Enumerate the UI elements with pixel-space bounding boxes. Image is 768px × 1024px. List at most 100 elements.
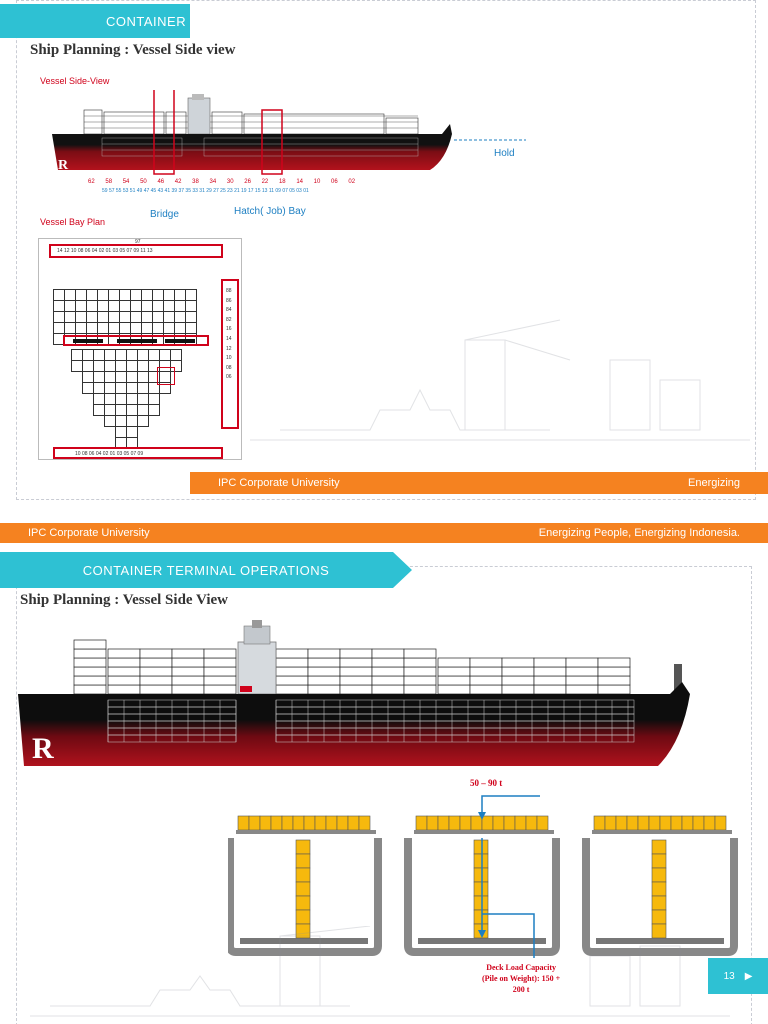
deck-container — [307, 675, 341, 686]
container-slot — [170, 360, 182, 372]
bay-plan-diagram: 97 14 12 10 08 06 04 02 01 03 05 07 09 1… — [38, 238, 242, 460]
deck-container — [469, 684, 503, 695]
tier-label: 16 — [226, 326, 232, 333]
deck-container — [565, 675, 599, 686]
deck-container — [533, 684, 567, 695]
hold-cross-section — [228, 815, 382, 956]
page-title: Ship Planning : Vessel Side View — [20, 592, 228, 608]
deck-container — [597, 684, 631, 695]
hold-container-row — [93, 393, 160, 405]
bridge-label: Bridge — [150, 209, 179, 220]
deck-container — [307, 657, 341, 668]
deck-container — [139, 657, 173, 668]
deck-container — [107, 684, 141, 695]
deck-container — [171, 648, 205, 659]
tier-label: 82 — [226, 316, 232, 323]
bay-number: 30 — [226, 179, 234, 185]
deck-container — [171, 684, 205, 695]
bay-number: 02 — [348, 179, 356, 185]
bay-number: 38 — [192, 179, 199, 185]
deck-container — [565, 684, 599, 695]
vessel-bay-plan-label: Vessel Bay Plan — [40, 217, 106, 227]
deck-container — [275, 684, 309, 695]
deck-container — [107, 648, 141, 659]
deck-container — [139, 666, 173, 677]
deck-container — [565, 666, 599, 677]
deck-container — [307, 648, 341, 659]
hold-cross-section — [404, 815, 560, 956]
deck-container — [437, 666, 471, 677]
hold-container-row — [104, 415, 149, 427]
tier-label: 08 — [226, 364, 232, 371]
page-title: Ship Planning : Vessel Side view — [30, 42, 236, 58]
deck-container — [139, 675, 173, 686]
deck-container — [437, 675, 471, 686]
deck-container — [403, 666, 437, 677]
deck-container-row — [53, 289, 197, 301]
banner-text: CONTAINER TERMINAL OPERATIONS — [82, 562, 330, 578]
section-banner: CONTAINER TERMINAL OPERATIONS — [0, 552, 412, 588]
hold-cross-section — [582, 815, 738, 956]
selected-slot-highlight — [157, 367, 175, 385]
next-arrow-icon[interactable]: ▶ — [744, 970, 753, 982]
deck-container — [275, 675, 309, 686]
section-banner: CONTAINER — [0, 4, 190, 38]
deck-container-row — [53, 322, 197, 334]
bay-number: 62 — [88, 179, 95, 185]
tier-label: 86 — [226, 297, 232, 304]
deck-container — [533, 675, 567, 686]
vessel-side-view-large: R — [18, 620, 690, 766]
deck-container — [597, 675, 631, 686]
port-watermark-illustration — [250, 319, 750, 441]
deck-container — [73, 684, 107, 695]
hold-cross-sections — [228, 795, 738, 958]
deck-load-capacity-note: Deck Load Capacity (Pile on Weight): 150… — [482, 962, 560, 995]
tier-label: 10 — [226, 355, 232, 362]
deck-row-highlight: 14 12 10 08 06 04 02 01 03 05 07 09 11 1… — [49, 244, 223, 258]
tier-labels: 88 86 84 82 16 14 12 10 08 06 — [226, 287, 232, 383]
deck-container — [597, 666, 631, 677]
bay-number: 10 — [313, 179, 321, 185]
bay-number: 06 — [331, 179, 338, 185]
bay-number: 18 — [278, 179, 286, 185]
deck-container — [203, 666, 237, 677]
container-slot — [159, 382, 171, 394]
deck-container — [339, 666, 373, 677]
deck-container — [437, 657, 471, 668]
deck-container — [371, 648, 405, 659]
page-number-badge[interactable]: 13 ▶ — [708, 958, 768, 994]
deck-container — [371, 684, 405, 695]
separator-footer-bar: IPC Corporate University Energizing Peop… — [0, 523, 768, 543]
bay-number: 42 — [174, 179, 182, 185]
deck-container — [339, 675, 373, 686]
deck-note-line: 200 t — [512, 985, 530, 994]
deck-row-numbers: 14 12 10 08 06 04 02 01 03 05 07 09 11 1… — [57, 248, 153, 254]
hold-container-row — [71, 360, 182, 372]
bay-numbers-even: 62 58 54 50 46 42 38 34 30 26 22 18 14 1… — [88, 179, 355, 185]
deck-container — [533, 657, 567, 668]
port-watermark-illustration — [30, 926, 730, 1017]
bay-number: 58 — [105, 179, 113, 185]
deck-container — [171, 675, 205, 686]
deck-container — [73, 648, 107, 659]
footer-bar: IPC Corporate University Energizing — [190, 472, 768, 494]
deck-container — [371, 666, 405, 677]
deck-container — [203, 684, 237, 695]
hatch-bay-label: Hatch( Job) Bay — [234, 206, 306, 217]
bay-number: 26 — [244, 179, 251, 185]
deck-container — [275, 666, 309, 677]
bay-number: 22 — [261, 179, 269, 185]
deck-container — [597, 657, 631, 668]
bay-number: 34 — [209, 179, 217, 185]
bay-number: 46 — [157, 179, 165, 185]
deck-container — [501, 675, 535, 686]
deck-container — [371, 657, 405, 668]
container-slot — [148, 404, 160, 416]
hold-container-row — [82, 371, 171, 383]
deck-container — [107, 666, 141, 677]
svg-text:R: R — [58, 158, 69, 173]
tier-label: 12 — [226, 345, 232, 352]
deck-container — [565, 657, 599, 668]
deck-container — [171, 666, 205, 677]
deck-container — [403, 648, 437, 659]
